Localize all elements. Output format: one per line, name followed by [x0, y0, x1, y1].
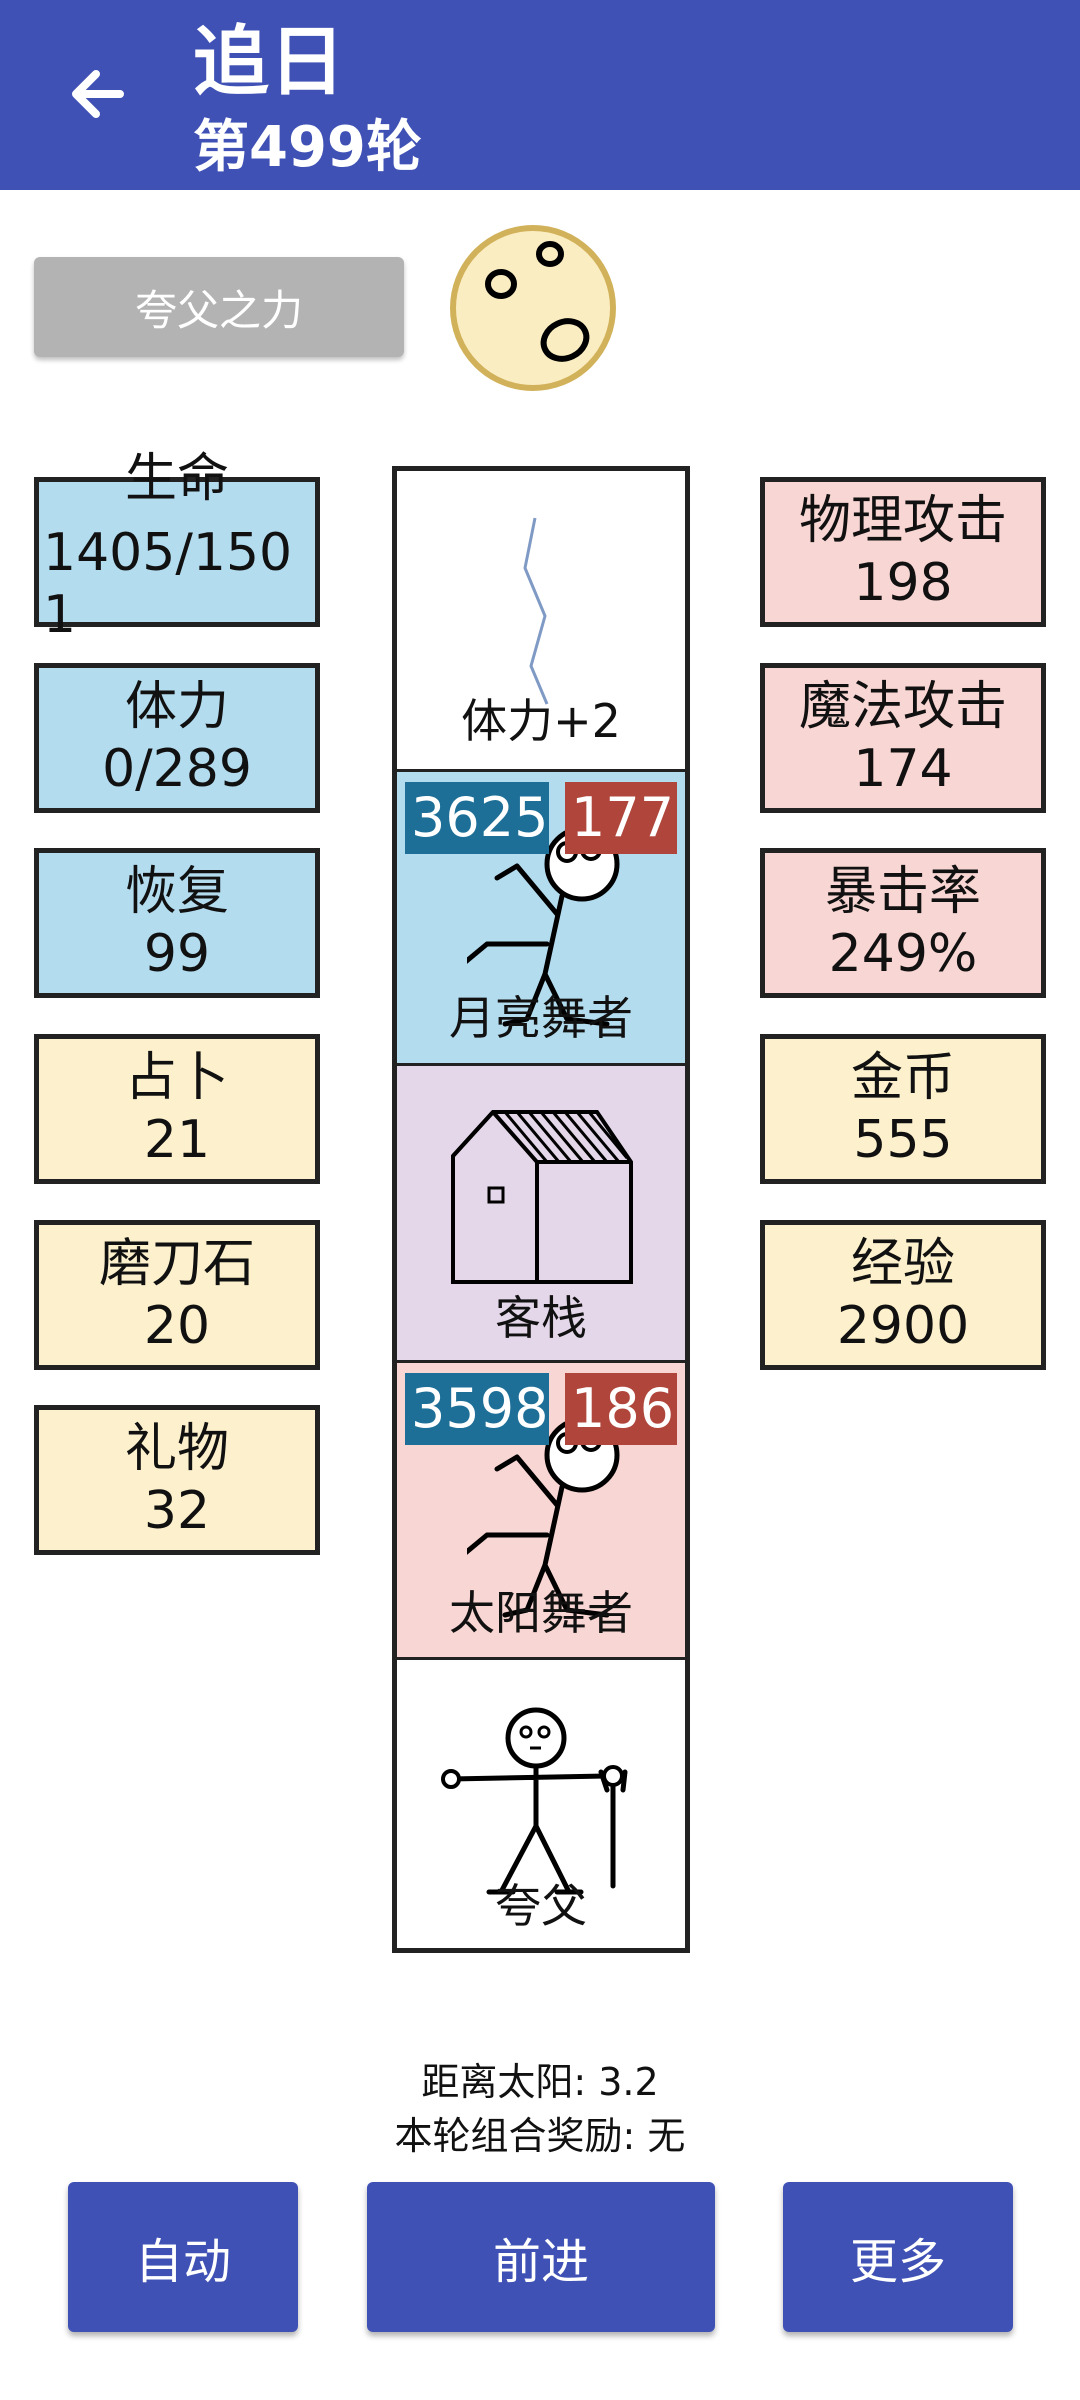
enemy-hp-badge: 3598: [405, 1373, 549, 1445]
kuafu-figure-icon: [441, 1707, 628, 1895]
magic-attack-stat: 魔法攻击 174: [760, 663, 1046, 813]
stat-label: 经验: [850, 1234, 955, 1294]
stamina-stat: 体力 0/289: [34, 663, 320, 813]
lightning-icon: [523, 517, 549, 705]
surprised-face-icon[interactable]: [447, 222, 619, 394]
round-combo-bonus: 本轮组合奖励: 无: [394, 2114, 686, 2158]
back-button[interactable]: [58, 50, 148, 140]
stat-value: 249%: [828, 924, 978, 984]
life-stat: 生命 1405/1501: [34, 449, 320, 645]
stat-label: 物理攻击: [798, 491, 1007, 551]
stat-value: 99: [143, 924, 211, 984]
enemy-attack-badge: 177: [565, 782, 677, 854]
app-bar: 追日 第499轮: [0, 0, 1080, 190]
page-title: 追日: [193, 17, 345, 106]
stat-value: 21: [143, 1110, 211, 1170]
divination-stat: 占卜 21: [34, 1034, 320, 1184]
enemy-hp-badge: 3625: [405, 782, 549, 854]
round-counter: 第499轮: [193, 115, 422, 180]
stat-value: 2900: [836, 1296, 970, 1356]
stat-value: 174: [853, 739, 953, 799]
crit-rate-stat: 暴击率 249%: [760, 848, 1046, 998]
more-button[interactable]: 更多: [783, 2182, 1013, 2332]
stat-label: 磨刀石: [98, 1234, 255, 1294]
tile-moon-dancer[interactable]: 3625 177 月亮舞者: [397, 769, 685, 1063]
stat-label: 魔法攻击: [798, 677, 1007, 737]
physical-attack-stat: 物理攻击 198: [760, 477, 1046, 627]
tile-player-kuafu[interactable]: 夸父: [397, 1657, 685, 1948]
tile-label: 客栈: [495, 1291, 587, 1345]
stat-value: 1405/1501: [43, 523, 293, 645]
tile-stamina-bonus[interactable]: 体力+2: [397, 471, 685, 769]
auto-button[interactable]: 自动: [68, 2182, 298, 2332]
tile-label: 体力+2: [461, 694, 621, 748]
gold-stat: 金币 555: [760, 1034, 1046, 1184]
tile-inn[interactable]: 客栈: [397, 1063, 685, 1360]
stat-label: 暴击率: [824, 862, 981, 922]
stat-label: 恢复: [124, 862, 229, 922]
advance-button[interactable]: 前进: [367, 2182, 715, 2332]
stat-value: 555: [853, 1110, 953, 1170]
stat-value: 0/289: [102, 739, 252, 799]
experience-stat: 经验 2900: [760, 1220, 1046, 1370]
tile-label: 太阳舞者: [449, 1586, 633, 1640]
tile-label: 月亮舞者: [449, 991, 633, 1045]
tile-label: 夸父: [495, 1879, 587, 1933]
kuafu-power-button[interactable]: 夸父之力: [34, 257, 404, 357]
stat-label: 占卜: [124, 1048, 229, 1108]
whetstone-stat: 磨刀石 20: [34, 1220, 320, 1370]
recovery-stat: 恢复 99: [34, 848, 320, 998]
stat-label: 生命: [124, 449, 229, 509]
enemy-attack-badge: 186: [565, 1373, 677, 1445]
arrow-left-icon: [72, 70, 124, 118]
stat-value: 20: [143, 1296, 211, 1356]
stat-label: 体力: [124, 677, 229, 737]
tile-sun-dancer[interactable]: 3598 186 太阳舞者: [397, 1360, 685, 1657]
stat-label: 礼物: [124, 1419, 229, 1479]
gift-stat: 礼物 32: [34, 1405, 320, 1555]
path-track: 体力+2 3625 177 月亮舞者 客栈 3598 186: [392, 466, 690, 1953]
stat-value: 198: [853, 553, 953, 613]
distance-to-sun: 距离太阳: 3.2: [421, 2060, 659, 2104]
stat-label: 金币: [850, 1048, 955, 1108]
house-icon: [451, 1110, 633, 1284]
stat-value: 32: [143, 1481, 211, 1541]
